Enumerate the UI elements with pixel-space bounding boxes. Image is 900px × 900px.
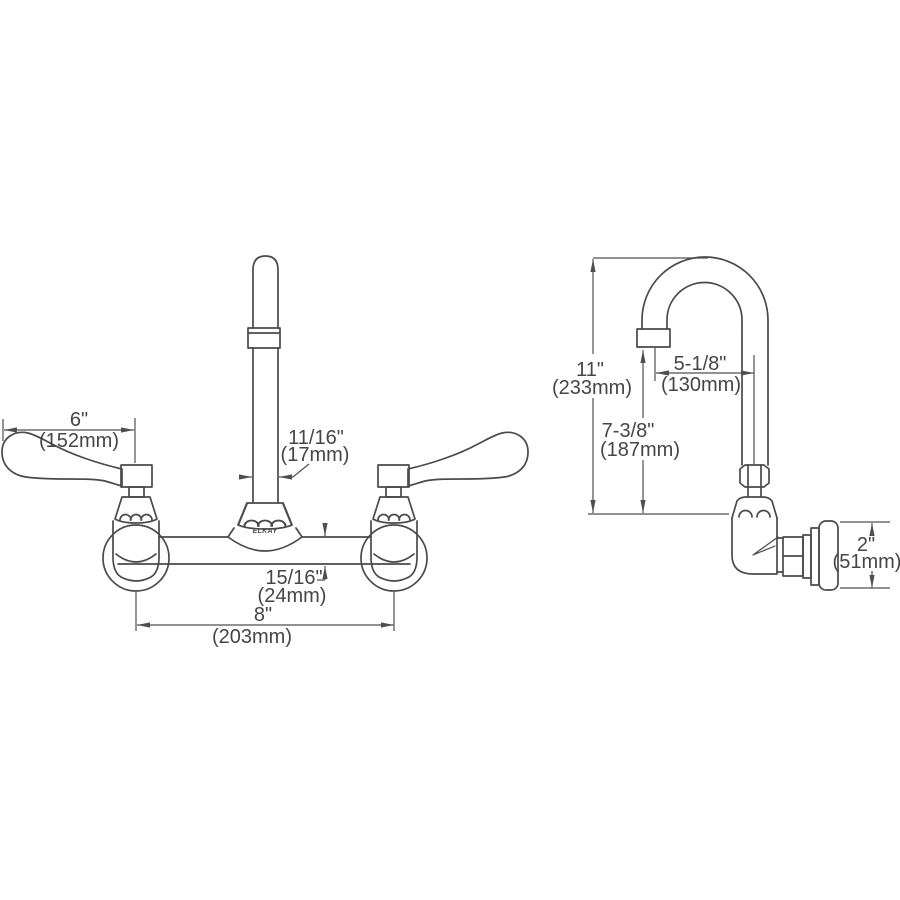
flange-collar bbox=[810, 527, 820, 586]
pedestal-chin bbox=[227, 536, 303, 552]
right-wall-flange bbox=[360, 524, 428, 592]
flange-diameter-inches: 2" bbox=[857, 534, 875, 556]
dimension-spout-diameter: 11/16" (17mm) bbox=[239, 427, 349, 480]
gooseneck-inner bbox=[666, 281, 743, 466]
elbow-cut-lines bbox=[752, 536, 779, 556]
spout-base-bonnet bbox=[237, 501, 293, 531]
side-view bbox=[636, 256, 839, 591]
outlet-height-mm: (187mm) bbox=[600, 439, 680, 461]
left-handle-hub bbox=[120, 464, 153, 488]
wall-flange-disc bbox=[818, 520, 839, 591]
handle-centers-inches: 8" bbox=[254, 604, 272, 626]
dimension-handle-centers: 8" (203mm) bbox=[135, 592, 395, 648]
washer bbox=[802, 534, 812, 579]
left-handle-stem bbox=[128, 486, 145, 498]
wall-elbow bbox=[731, 496, 784, 575]
left-wall-flange bbox=[102, 524, 170, 592]
wall-mount-assembly bbox=[782, 520, 839, 591]
spout-diameter-inches: 11/16" bbox=[288, 427, 344, 449]
flange-diameter-mm: (51mm) bbox=[833, 551, 900, 573]
elbow-body bbox=[731, 517, 778, 575]
spout-upper-tube bbox=[252, 255, 279, 329]
brand-logo: ELKAY bbox=[253, 528, 279, 535]
coupling-nut bbox=[739, 464, 770, 498]
overall-height-mm: (233mm) bbox=[552, 377, 632, 399]
gooseneck-outer bbox=[641, 256, 769, 466]
spout-collar bbox=[247, 327, 281, 349]
dimension-flange-diameter: 2" (51mm) bbox=[833, 521, 900, 589]
dimension-spout-reach: 5-1/8" (130mm) bbox=[654, 348, 755, 464]
side-view-dimensions: 11" (233mm) 7-3/8" (187mm) 5-1/8" (130mm… bbox=[552, 257, 900, 589]
dimension-body-thickness: 15/16" (24mm) bbox=[258, 523, 328, 607]
spout-reach-inches: 5-1/8" bbox=[674, 353, 727, 375]
spout-lower-tube bbox=[252, 347, 279, 504]
spout-reach-mm: (130mm) bbox=[661, 374, 741, 396]
faucet-body-bar bbox=[117, 527, 411, 565]
handle-length-inches: 6" bbox=[70, 409, 88, 431]
right-handle bbox=[377, 431, 529, 498]
spout-diameter-mm: (17mm) bbox=[281, 444, 350, 466]
left-valve-bonnet bbox=[114, 496, 158, 524]
body-thickness-inches: 15/16" bbox=[265, 567, 322, 589]
pedestal-sides bbox=[227, 527, 303, 538]
front-view-dimensions: 6" (152mm) 11/16" (17mm) 15/16" (24mm) 8… bbox=[2, 409, 395, 648]
outlet-height-inches: 7-3/8" bbox=[602, 420, 655, 442]
spout-outlet-nozzle bbox=[636, 328, 671, 348]
handle-length-mm: (152mm) bbox=[39, 430, 119, 452]
body-thickness-mm: (24mm) bbox=[258, 585, 327, 607]
gooseneck-spout bbox=[636, 256, 769, 466]
right-handle-stem bbox=[385, 486, 402, 498]
elbow-outlet bbox=[776, 537, 784, 573]
dimension-outlet-height: 7-3/8" (187mm) bbox=[600, 350, 680, 513]
elbow-bell bbox=[731, 496, 778, 519]
riser-stub bbox=[747, 486, 762, 498]
right-valve-bonnet bbox=[372, 496, 416, 524]
dimension-handle-length: 6" (152mm) bbox=[2, 409, 136, 463]
right-handle-hub bbox=[377, 464, 410, 488]
right-handle-blade bbox=[407, 431, 529, 487]
elbow-bell-scallops bbox=[738, 509, 771, 518]
front-spout bbox=[247, 255, 281, 504]
dimension-overall-height: 11" (233mm) bbox=[552, 259, 632, 513]
handle-centers-mm: (203mm) bbox=[212, 626, 292, 648]
overall-height-inches: 11" bbox=[576, 359, 604, 381]
front-view: ELKAY bbox=[1, 255, 529, 592]
